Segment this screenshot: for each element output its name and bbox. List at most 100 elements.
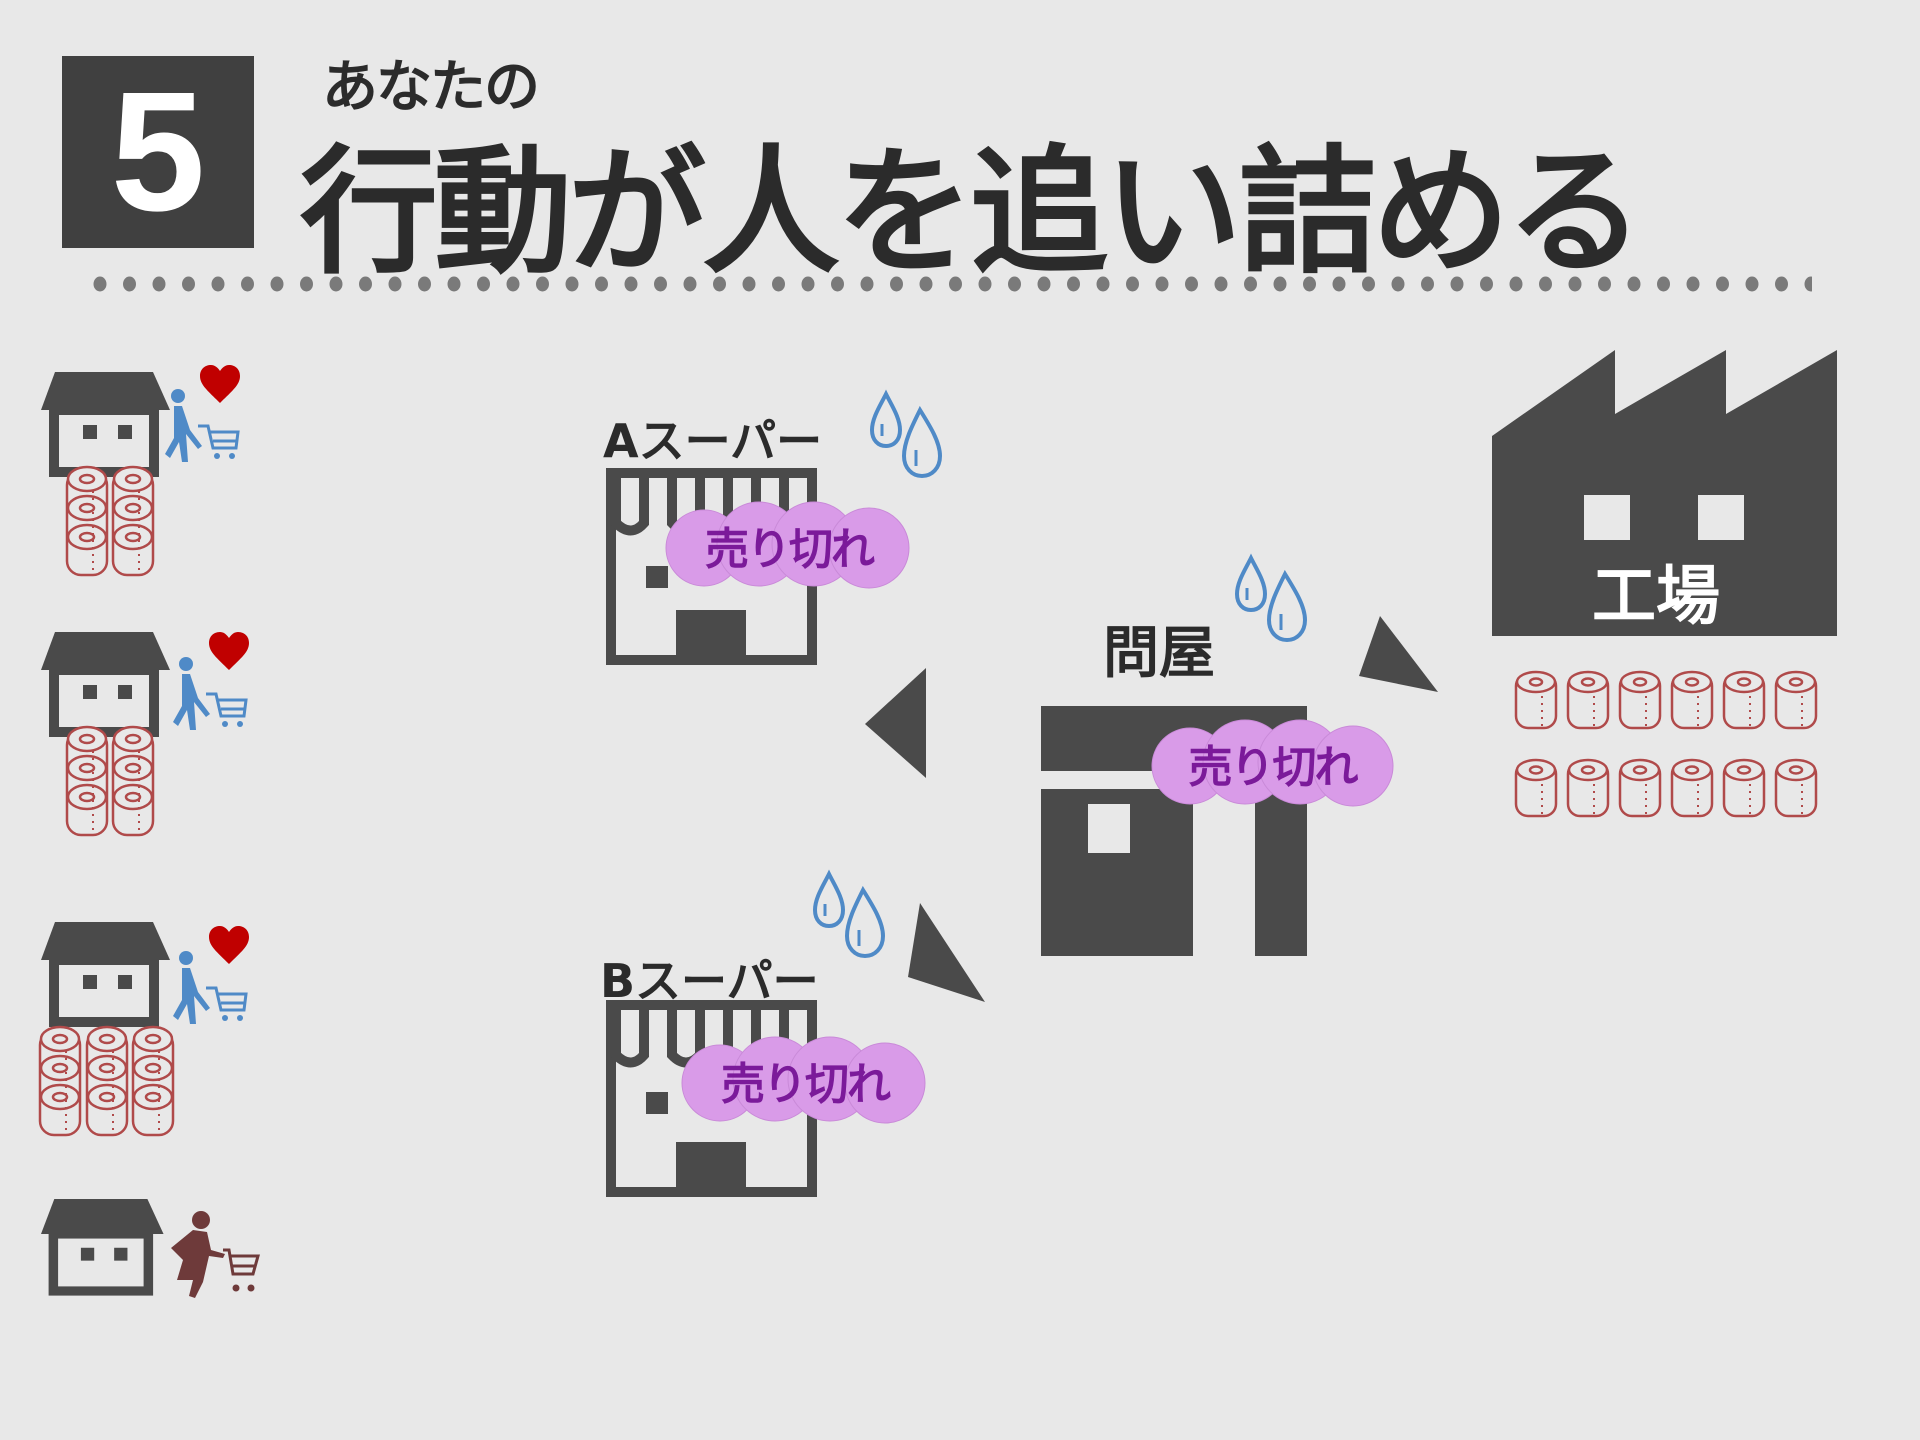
divider-dot xyxy=(919,276,933,292)
house-icon xyxy=(41,922,170,1022)
toilet-paper-roll-icon xyxy=(111,725,155,837)
house-icon xyxy=(41,632,170,732)
divider-dot xyxy=(359,276,372,292)
sweat-drops-icon xyxy=(1234,553,1308,643)
divider-dot xyxy=(1598,276,1611,292)
triangle-arrow-icon xyxy=(908,903,985,1002)
divider-dot xyxy=(683,276,697,292)
shopper-with-cart-icon xyxy=(163,387,240,464)
divider-dot xyxy=(1037,276,1051,292)
factory-icon xyxy=(1492,350,1837,636)
toilet-paper-roll-icon xyxy=(1774,758,1818,818)
divider-dot xyxy=(978,276,992,292)
divider-dot xyxy=(1539,276,1552,292)
divider-dot xyxy=(1362,276,1375,292)
subtitle: あなたの xyxy=(322,55,540,120)
toilet-paper-roll-icon xyxy=(38,1025,82,1137)
divider-dot xyxy=(1214,276,1228,292)
divider-dot xyxy=(890,276,903,292)
store-a xyxy=(606,389,943,665)
toilet-paper-roll-icon xyxy=(1670,670,1714,730)
household-4 xyxy=(41,1199,260,1298)
divider-dot xyxy=(182,276,195,292)
divider-dot xyxy=(1067,276,1080,292)
wholesaler-label: 問屋 xyxy=(1103,621,1215,686)
toilet-paper-roll-icon xyxy=(1566,758,1610,818)
wholesaler xyxy=(1041,553,1438,956)
store-b xyxy=(606,869,985,1197)
divider-dot xyxy=(300,276,313,292)
heart-icon xyxy=(209,926,249,964)
section-number-badge: 5 xyxy=(62,56,254,248)
household-2 xyxy=(41,632,249,837)
divider-dot xyxy=(1008,276,1021,292)
divider-dot xyxy=(1391,276,1405,292)
divider-dot xyxy=(565,276,579,292)
divider-dot xyxy=(477,276,490,292)
toilet-paper-roll-icon xyxy=(1774,670,1818,730)
divider-dot xyxy=(536,276,549,292)
cloud-badge-shape xyxy=(681,1036,926,1124)
toilet-paper-roll-icon xyxy=(1722,758,1766,818)
toilet-paper-roll-icon xyxy=(1566,670,1610,730)
divider-dot xyxy=(270,276,284,292)
shopper-with-cart-icon xyxy=(171,655,248,732)
toilet-paper-roll-icon xyxy=(1618,758,1662,818)
sold-out-text: 売り切れ xyxy=(721,1059,891,1110)
divider-dot xyxy=(1657,276,1670,292)
factory-label: 工場 xyxy=(1592,560,1720,634)
sweat-drops-icon xyxy=(869,389,943,479)
toilet-paper-roll-icon xyxy=(1722,670,1766,730)
factory-rolls xyxy=(1514,670,1818,818)
divider-dot xyxy=(123,276,136,292)
toilet-paper-roll-icon xyxy=(1670,758,1714,818)
sold-out-text: 売り切れ xyxy=(705,524,875,575)
divider-dot xyxy=(713,276,726,292)
sweat-drops-icon xyxy=(812,869,886,959)
divider-dot xyxy=(624,276,638,292)
divider-dot xyxy=(1716,276,1729,292)
divider-dot xyxy=(211,276,225,292)
divider-dot xyxy=(801,276,815,292)
household-1 xyxy=(41,365,240,577)
toilet-paper-roll-icon xyxy=(65,725,109,837)
toilet-paper-roll-icon xyxy=(1514,758,1558,818)
store-icon xyxy=(606,468,817,665)
triangle-arrow-icon xyxy=(1359,616,1438,692)
divider-dot xyxy=(1686,276,1700,292)
divider-dot xyxy=(1745,276,1759,292)
divider-dot xyxy=(860,276,874,292)
divider-dot xyxy=(506,276,520,292)
divider-dot xyxy=(388,276,402,292)
divider-dot xyxy=(1273,276,1287,292)
sold-out-badge-store-a: 売り切れ xyxy=(664,500,914,590)
divider-dot xyxy=(949,276,962,292)
shopper-with-cart-icon xyxy=(171,949,248,1026)
divider-dot xyxy=(1627,276,1641,292)
elderly-shopper-with-cart-icon xyxy=(171,1211,260,1298)
divider-dot xyxy=(1303,276,1316,292)
store-a-label: Aスーパー xyxy=(603,414,823,468)
toilet-paper-roll-icon xyxy=(65,465,109,577)
divider-dot xyxy=(1096,276,1110,292)
toilet-paper-roll-icon xyxy=(111,465,155,577)
toilet-paper-roll-icon xyxy=(85,1025,129,1137)
page-title: 行動が人を追い詰める xyxy=(300,132,1644,293)
divider-dot xyxy=(241,276,254,292)
divider-dot xyxy=(447,276,461,292)
divider-dot xyxy=(152,276,166,292)
divider-dot xyxy=(772,276,785,292)
sold-out-badge-wholesaler: 売り切れ xyxy=(1150,718,1395,808)
divider-dot xyxy=(595,276,608,292)
divider-dot xyxy=(654,276,667,292)
divider-dot xyxy=(1185,276,1198,292)
divider-dot xyxy=(418,276,431,292)
toilet-paper-roll-icon xyxy=(131,1025,175,1137)
divider-dot xyxy=(1480,276,1493,292)
divider-dot xyxy=(1332,276,1346,292)
divider-dot xyxy=(1804,276,1812,292)
store-b-label: Bスーパー xyxy=(600,954,819,1008)
cloud-badge-shape xyxy=(1151,719,1394,807)
divider-dot xyxy=(1450,276,1464,292)
household-3 xyxy=(38,922,249,1137)
